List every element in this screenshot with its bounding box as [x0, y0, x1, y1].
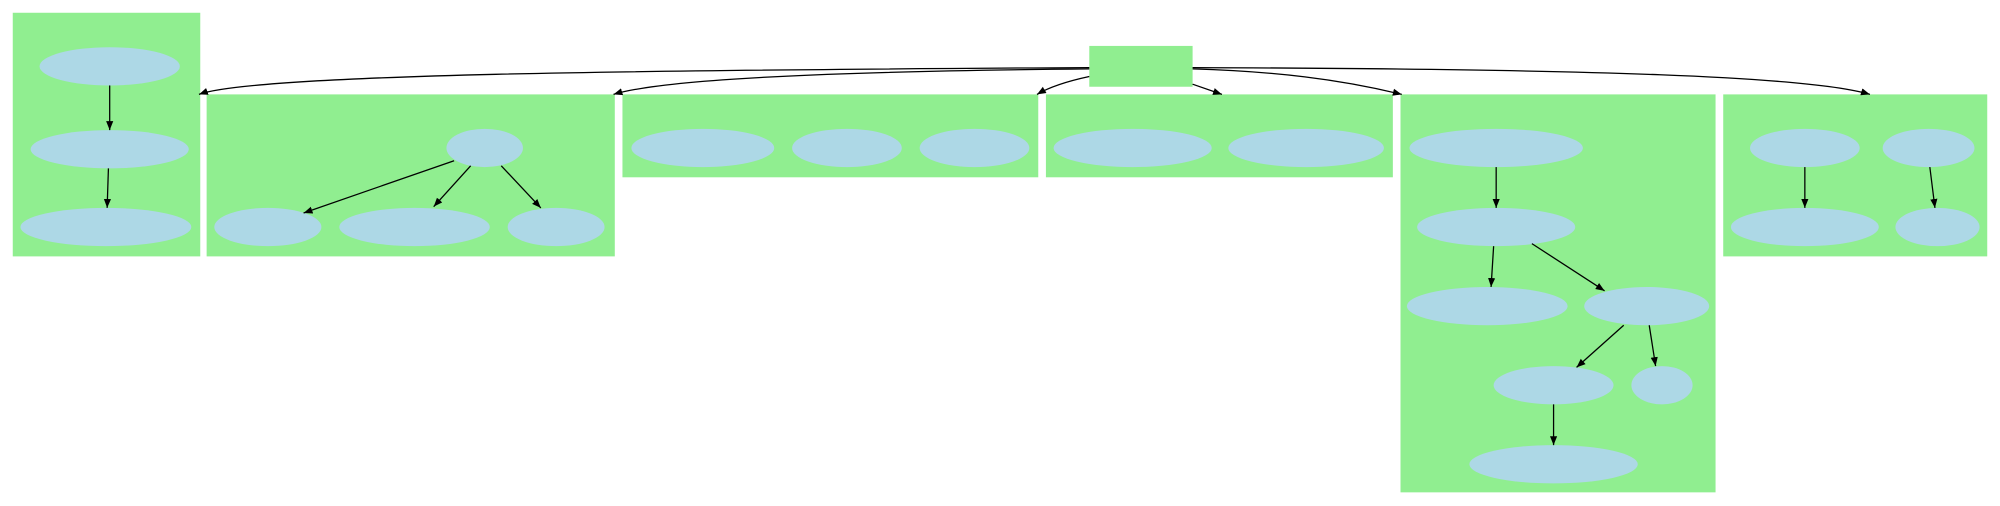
edge — [103, 168, 112, 208]
edge — [433, 165, 472, 208]
node — [507, 207, 605, 247]
node — [792, 128, 902, 168]
edge-root-cluster-5 — [1192, 68, 1402, 96]
edge-root-cluster-2 — [613, 68, 1090, 96]
node — [1053, 128, 1212, 168]
node — [1750, 128, 1860, 168]
edge-root-cluster-6 — [1192, 66, 1871, 96]
edge — [1576, 324, 1625, 368]
node — [1882, 128, 1975, 168]
node — [1406, 286, 1568, 326]
node — [1895, 207, 1980, 247]
edge-root-cluster-4 — [1192, 83, 1223, 95]
node — [339, 207, 490, 247]
edge — [303, 160, 455, 214]
node — [1584, 286, 1710, 326]
node — [214, 207, 322, 247]
node — [30, 130, 189, 169]
node — [919, 128, 1030, 168]
node — [446, 128, 523, 168]
node — [1228, 128, 1384, 168]
edge — [1531, 243, 1605, 292]
edge — [1488, 246, 1496, 288]
edge-root-cluster-1 — [198, 66, 1090, 95]
edge — [500, 165, 542, 209]
edge — [1929, 167, 1938, 208]
edge — [1648, 325, 1658, 367]
node — [39, 47, 180, 86]
node — [20, 207, 192, 247]
node — [1631, 366, 1693, 405]
node — [1469, 445, 1638, 484]
node — [1493, 366, 1614, 405]
node — [1417, 207, 1576, 247]
edge-root-cluster-3 — [1036, 75, 1090, 95]
root-node — [1089, 45, 1193, 87]
node — [1730, 207, 1879, 247]
node — [1409, 128, 1583, 168]
node — [631, 128, 775, 168]
